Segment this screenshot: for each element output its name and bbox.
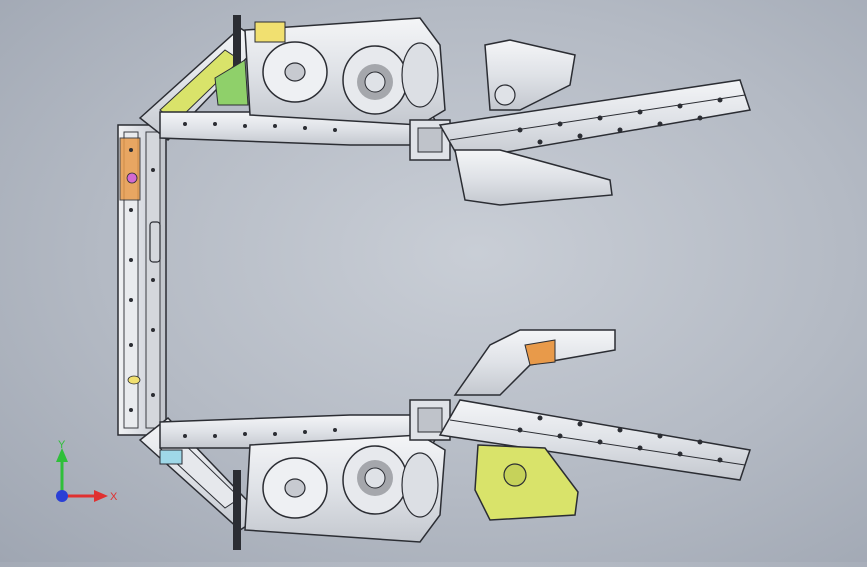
- z-axis-dot: [56, 490, 68, 502]
- lower-front-arm[interactable]: [453, 329, 616, 396]
- lower-green-bracket[interactable]: [474, 444, 579, 521]
- lower-long-rail[interactable]: [438, 399, 751, 481]
- x-axis-label: X: [110, 491, 118, 503]
- y-axis-arrowhead: [56, 448, 68, 462]
- front-cross-member[interactable]: [117, 124, 167, 436]
- upper-rear-arm[interactable]: [454, 149, 613, 206]
- lower-shock-tower[interactable]: [244, 434, 446, 543]
- y-axis-label: Y: [58, 439, 66, 451]
- upper-joint[interactable]: [409, 119, 451, 161]
- upper-rear-bracket[interactable]: [484, 39, 576, 111]
- upper-long-rail[interactable]: [438, 79, 751, 161]
- upper-shock-tower[interactable]: [244, 17, 446, 126]
- coordinate-triad: Y X: [56, 439, 118, 503]
- x-axis-arrowhead: [94, 490, 108, 502]
